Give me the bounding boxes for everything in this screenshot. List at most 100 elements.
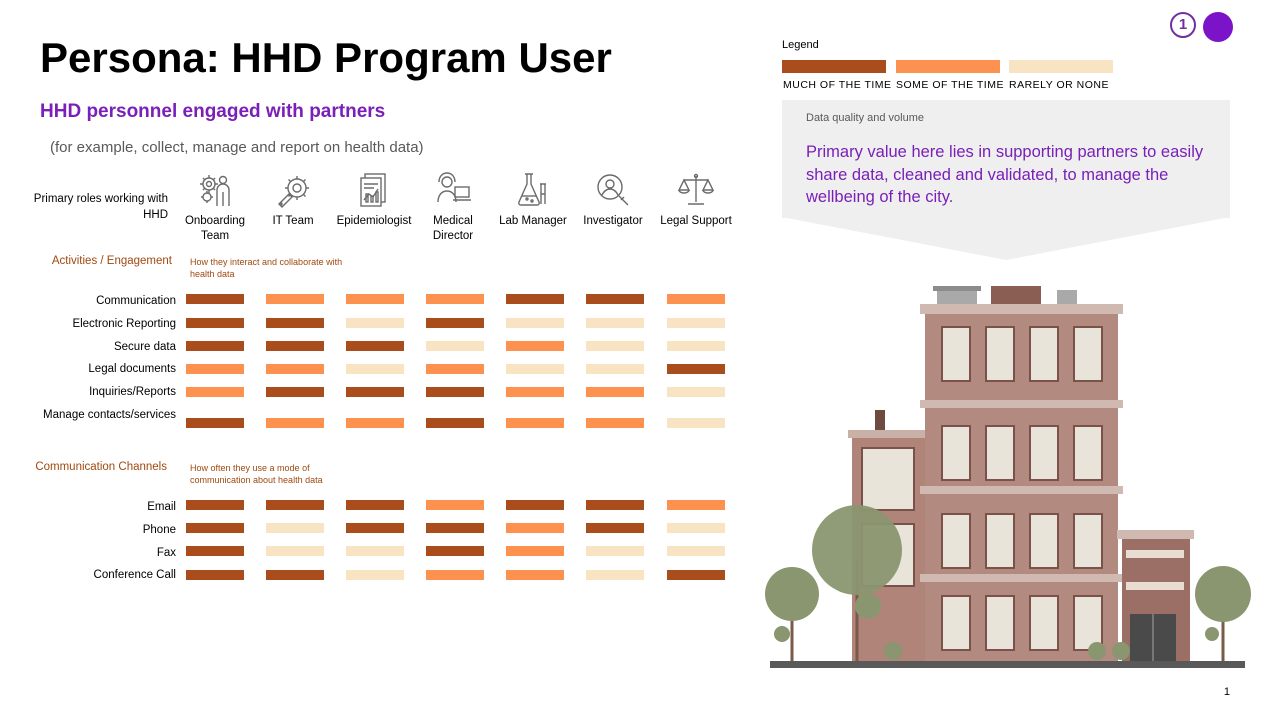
role-onboarding-team: Onboarding Team [175,170,255,244]
magnifier-person-icon [573,170,653,210]
frequency-cell [346,364,404,374]
role-lab-manager: Lab Manager [493,170,573,229]
role-epidemiologist: Epidemiologist [334,170,414,229]
frequency-cell [667,546,725,556]
callout-box [782,100,1230,218]
persona-note: (for example, collect, manage and report… [50,139,424,156]
row-label: Inquiries/Reports [89,386,176,398]
frequency-cell [667,294,725,304]
legend-swatch-much [782,60,886,73]
role-investigator: Investigator [573,170,653,229]
page-number: 1 [1223,686,1230,698]
persona-subtitle: HHD personnel engaged with partners [40,101,386,122]
frequency-cell [586,500,644,510]
role-it-team: IT Team [253,170,333,229]
frequency-cell [506,341,564,351]
role-medical-director: Medical Director [413,170,493,244]
frequency-cell [186,500,244,510]
frequency-cell [426,294,484,304]
frequency-cell [266,523,324,533]
activities-section-description: How they interact and collaborate with h… [190,257,343,279]
frequency-cell [667,523,725,533]
frequency-cell [346,418,404,428]
frequency-cell [667,500,725,510]
frequency-cell [586,546,644,556]
frequency-cell [266,294,324,304]
frequency-cell [346,546,404,556]
legend-swatch-some [896,60,1000,73]
frequency-cell [186,546,244,556]
frequency-cell [266,500,324,510]
frequency-cell [346,570,404,580]
role-label: Medical Director [432,215,474,242]
frequency-cell [266,546,324,556]
frequency-cell [186,364,244,374]
city-building-illustration [765,286,1251,668]
report-chart-icon [334,170,414,210]
row-label: Secure data [113,341,176,353]
frequency-cell [506,294,564,304]
callout-heading: Data quality and volume [806,112,925,124]
row-label: Electronic Reporting [72,318,176,330]
row-label: Phone [142,524,176,536]
frequency-cell [266,418,324,428]
frequency-cell [426,418,484,428]
frequency-cell [346,318,404,328]
frequency-cell [506,546,564,556]
row-label: Conference Call [93,569,176,581]
frequency-cell [506,364,564,374]
frequency-cell [586,341,644,351]
frequency-cell [586,387,644,397]
lab-flask-icon [493,170,573,210]
frequency-cell [266,364,324,374]
doctor-laptop-icon [413,170,493,210]
frequency-cell [667,364,725,374]
scales-icon [656,170,736,210]
frequency-cell [506,500,564,510]
frequency-cell [506,318,564,328]
frequency-cell [667,341,725,351]
legend-label-much: MUCH OF THE TIME [783,79,892,91]
step-number-badge: 1 [1170,12,1196,38]
frequency-cell [266,570,324,580]
row-label: Communication [96,295,176,307]
frequency-cell [266,341,324,351]
activities-section-label: Activities / Engagement [51,255,172,267]
frequency-cell [667,387,725,397]
role-label: Lab Manager [499,215,567,227]
frequency-cell [586,570,644,580]
frequency-cell [586,364,644,374]
onboarding-gears-person-icon [175,170,255,210]
frequency-cell [346,500,404,510]
role-label: Onboarding Team [184,215,246,242]
frequency-cell [186,570,244,580]
channels-section-label: Communication Channels [35,461,167,473]
frequency-cell [186,523,244,533]
frequency-cell [426,387,484,397]
frequency-cell [426,500,484,510]
frequency-cell [266,387,324,397]
frequency-cell [506,418,564,428]
frequency-cell [506,387,564,397]
row-label: Fax [156,547,176,559]
frequency-cell [186,294,244,304]
frequency-cell [346,523,404,533]
frequency-cell [346,294,404,304]
frequency-cell [586,523,644,533]
frequency-cell [186,387,244,397]
frequency-cell [266,318,324,328]
frequency-cell [586,318,644,328]
frequency-cell [506,570,564,580]
roles-label: Primary roles working with HHD [33,193,168,221]
wrench-gear-icon [253,170,333,210]
frequency-cell [586,294,644,304]
frequency-cell [667,318,725,328]
frequency-cell [426,341,484,351]
role-legal-support: Legal Support [656,170,736,229]
row-label: Email [147,501,176,513]
frequency-cell [506,523,564,533]
frequency-cell [346,387,404,397]
legend-label-some: SOME OF THE TIME [896,79,1004,91]
frequency-cell [186,318,244,328]
row-label: Legal documents [88,363,176,375]
